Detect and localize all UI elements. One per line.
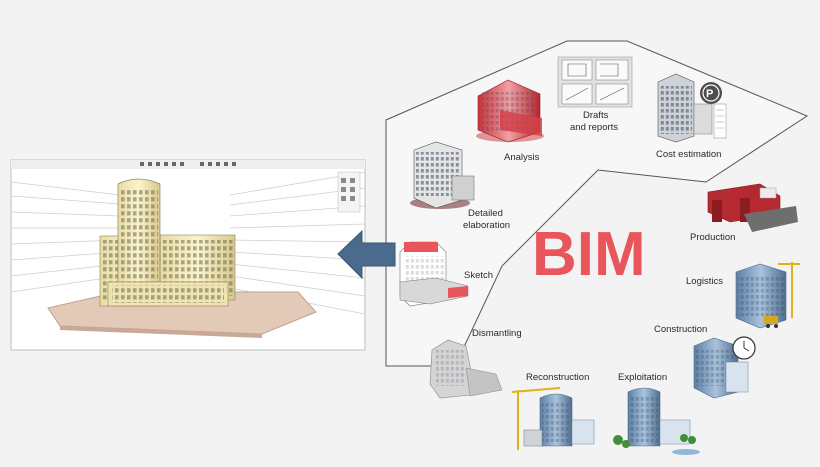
stage-label-reconstruction: Reconstruction xyxy=(526,372,589,383)
sketch-building-icon xyxy=(399,241,469,307)
crane-building-icon xyxy=(735,262,800,329)
stage-label-detailed-2: elaboration xyxy=(463,220,510,231)
red-building-icon xyxy=(476,79,544,143)
bim-title: BIM xyxy=(532,220,646,289)
stage-label-drafts-2: and reports xyxy=(570,122,618,133)
drawings-icon xyxy=(557,56,633,108)
detailed-building-icon xyxy=(410,141,475,209)
ruble-coin-building-icon: P xyxy=(657,73,727,143)
stage-label-detailed-1: Detailed xyxy=(468,208,503,219)
crane-tower-icon xyxy=(511,387,595,450)
viewport-toolbar xyxy=(11,160,365,169)
svg-text:P: P xyxy=(706,88,713,100)
stage-label-dismantling: Dismantling xyxy=(472,328,522,339)
ruined-building-icon xyxy=(429,339,503,399)
left-arrow-icon xyxy=(337,229,396,280)
factory-icon xyxy=(707,183,798,232)
stage-label-drafts-1: Drafts xyxy=(583,110,609,121)
model-viewport xyxy=(10,159,366,351)
stage-label-cost: Cost estimation xyxy=(656,149,721,160)
stage-label-production: Production xyxy=(690,232,735,243)
stage-label-sketch: Sketch xyxy=(464,270,493,281)
stage-label-exploitation: Exploitation xyxy=(618,372,667,383)
finished-building-icon xyxy=(613,387,700,455)
clock-building-icon xyxy=(693,336,756,399)
stage-label-logistics: Logistics xyxy=(686,276,723,287)
stage-label-analysis: Analysis xyxy=(504,152,540,163)
stage-label-construction: Construction xyxy=(654,324,707,335)
